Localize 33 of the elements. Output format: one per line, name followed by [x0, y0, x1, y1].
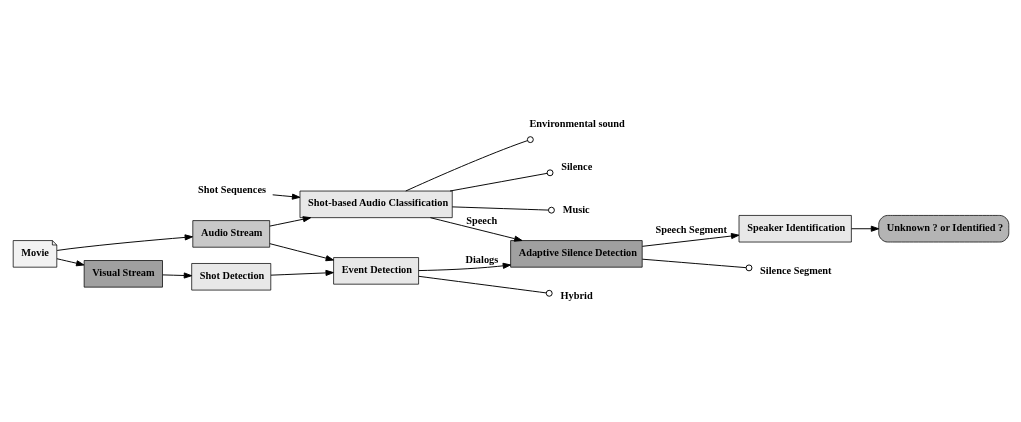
edge-label: Speech: [465, 215, 497, 227]
edge-label: Speech Segment: [655, 224, 727, 236]
arrow: [161, 272, 192, 279]
node-text: Music: [562, 204, 590, 215]
node-box: Shot-based Audio Classification: [299, 190, 453, 218]
node-text: Shot Sequences: [197, 184, 266, 196]
connector: [417, 275, 553, 297]
node-box: Adaptive Silence Detection: [509, 240, 643, 268]
arrow: [429, 217, 522, 242]
arrow: [850, 225, 879, 232]
arrow: [268, 216, 311, 227]
node-box: Shot Detection: [190, 263, 271, 291]
arrow: [270, 269, 334, 276]
connector: [641, 258, 752, 272]
node-text: Hybrid: [560, 289, 593, 301]
node-box: Visual Stream: [83, 260, 163, 288]
node-box: Audio Stream: [191, 220, 270, 248]
arrow: [56, 258, 84, 267]
node-box: Speaker Identification: [738, 215, 852, 243]
node-text: Silence Segment: [759, 264, 832, 276]
connector: [404, 136, 534, 192]
arrow: [271, 193, 300, 200]
edge-label: Dialogs: [465, 253, 498, 265]
connector: [451, 206, 555, 214]
node-box: Event Detection: [332, 257, 419, 285]
arrow: [641, 232, 739, 247]
arrow: [268, 243, 334, 262]
node-box: Unknown ? or Identified ?: [877, 215, 1009, 243]
arrow: [417, 262, 511, 272]
arrow: [56, 234, 193, 251]
node-text: Environmental sound: [528, 118, 625, 130]
connector: [449, 169, 553, 192]
node-text: Silence: [560, 161, 592, 173]
